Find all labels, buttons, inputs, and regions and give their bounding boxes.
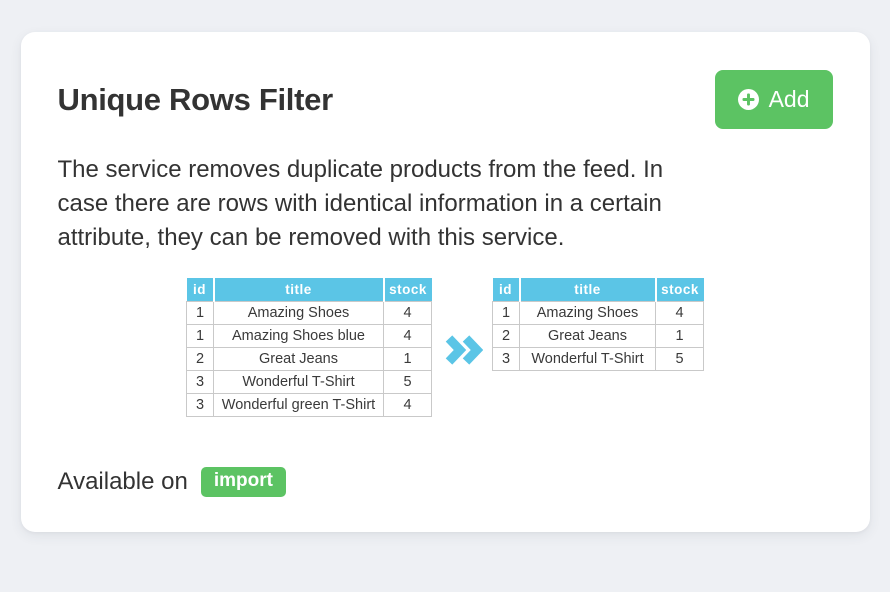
table-cell: 1 [655, 323, 704, 348]
table-cell: 4 [383, 300, 432, 325]
add-button[interactable]: Add [714, 70, 833, 129]
column-header: title [518, 278, 656, 301]
plus-circle-icon [737, 89, 759, 110]
table-cell: Wonderful T-Shirt [213, 369, 384, 394]
table-cell: 4 [383, 323, 432, 348]
table-cell: 1 [186, 323, 214, 348]
description-line: The service removes duplicate products f… [57, 156, 664, 183]
table-cell: 3 [186, 392, 214, 417]
table-cell: 4 [383, 392, 432, 417]
description-line: attribute, they can be removed with this… [57, 224, 565, 251]
page-title: Unique Rows Filter [57, 81, 334, 117]
double-chevron-right-icon [444, 334, 484, 371]
table-cell: 4 [655, 300, 704, 325]
table-cell: Wonderful green T-Shirt [213, 392, 384, 417]
column-header: title [212, 278, 384, 301]
table-cell: Great Jeans [519, 323, 656, 348]
table-cell: Great Jeans [213, 346, 384, 371]
table-cell: 2 [492, 323, 520, 348]
available-on-label: Available on [57, 467, 188, 495]
table-cell: 2 [186, 346, 214, 371]
table-cell: Amazing Shoes [519, 300, 656, 325]
column-header: stock [654, 278, 704, 301]
table-cell: 5 [655, 346, 704, 371]
availability-row: Available on import [57, 466, 833, 497]
table-cell: 1 [383, 346, 432, 371]
import-badge: import [200, 466, 286, 497]
table-cell: Wonderful T-Shirt [519, 346, 656, 371]
table-cell: Amazing Shoes [213, 300, 384, 325]
add-button-label: Add [768, 86, 810, 112]
table-cell: 1 [186, 300, 214, 325]
table-cell: 1 [492, 300, 520, 325]
column-header: stock [382, 278, 432, 301]
table-cell: 3 [186, 369, 214, 394]
description-line: case there are rows with identical infor… [57, 190, 662, 217]
column-header: id [492, 278, 520, 301]
table-cell: 3 [492, 346, 520, 371]
column-header: id [186, 278, 214, 301]
table-cell: Amazing Shoes blue [213, 323, 384, 348]
table-cell: 5 [383, 369, 432, 394]
service-description: The service removes duplicate products f… [58, 153, 833, 255]
card-header: Unique Rows Filter Add [58, 70, 833, 129]
service-card: Unique Rows Filter Add The service remov… [20, 32, 870, 532]
